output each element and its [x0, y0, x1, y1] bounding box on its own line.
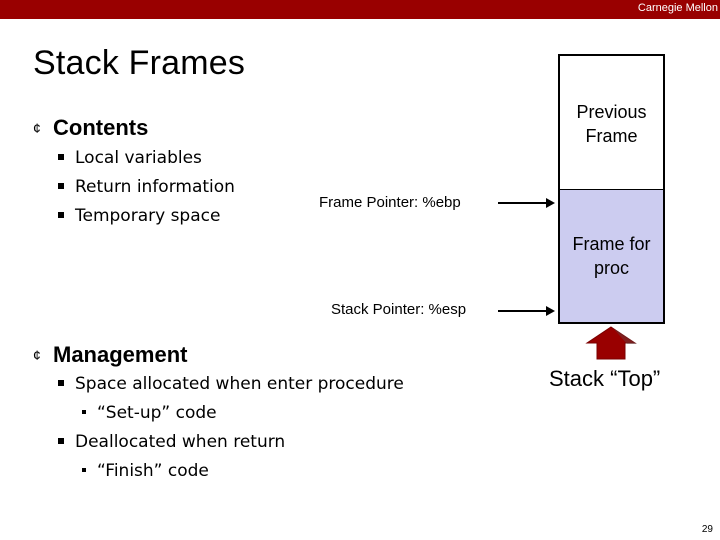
current-frame-label-line1: Frame for — [572, 234, 651, 254]
management-item-label: Space allocated when enter procedure — [75, 374, 404, 394]
bullet-square-icon — [58, 183, 64, 189]
previous-frame-box: Previous Frame — [558, 54, 665, 190]
management-item: Space allocated when enter procedure — [58, 374, 404, 394]
management-bullet: ¢ Management — [33, 342, 187, 368]
management-subitem-label: “Set-up” code — [97, 403, 217, 423]
brand-label: Carnegie Mellon — [637, 2, 718, 14]
contents-item: Local variables — [58, 148, 202, 168]
up-arrow-icon — [585, 326, 637, 360]
stack-top-label: Stack “Top” — [549, 366, 661, 391]
management-subitem: “Finish” code — [82, 461, 209, 481]
previous-frame-label-line1: Previous — [576, 102, 647, 122]
management-item-label: Deallocated when return — [75, 432, 286, 452]
management-heading: Management — [53, 342, 188, 367]
bullet-square-icon — [58, 380, 64, 386]
stack-pointer-arrow — [498, 310, 546, 312]
current-frame-box: Frame for proc — [558, 189, 665, 324]
bullet-square-icon — [82, 468, 86, 472]
bullet-square-icon — [58, 212, 64, 218]
contents-heading: Contents — [53, 115, 149, 140]
contents-item: Return information — [58, 177, 235, 197]
management-subitem: “Set-up” code — [82, 403, 217, 423]
stack-pointer-arrowhead — [546, 306, 555, 316]
contents-item-label: Temporary space — [75, 206, 221, 226]
bullet-circle-icon: ¢ — [33, 120, 41, 136]
page-number: 29 — [701, 524, 713, 535]
frame-pointer-arrow — [498, 202, 546, 204]
frame-pointer-label: Frame Pointer: %ebp — [319, 194, 461, 211]
slide-title: Stack Frames — [33, 44, 246, 82]
contents-item: Temporary space — [58, 206, 220, 226]
management-item: Deallocated when return — [58, 432, 285, 452]
current-frame-label-line2: proc — [593, 258, 629, 278]
contents-item-label: Return information — [75, 177, 235, 197]
contents-item-label: Local variables — [75, 148, 202, 168]
stack-pointer-label: Stack Pointer: %esp — [331, 301, 467, 318]
bullet-square-icon — [58, 438, 64, 444]
bullet-square-icon — [82, 410, 86, 414]
top-bar: Carnegie Mellon — [0, 0, 720, 19]
bullet-square-icon — [58, 154, 64, 160]
previous-frame-label-line2: Frame — [585, 126, 638, 146]
contents-bullet: ¢ Contents — [33, 115, 148, 141]
management-subitem-label: “Finish” code — [97, 461, 209, 481]
bullet-circle-icon: ¢ — [33, 347, 41, 363]
frame-pointer-arrowhead — [546, 198, 555, 208]
